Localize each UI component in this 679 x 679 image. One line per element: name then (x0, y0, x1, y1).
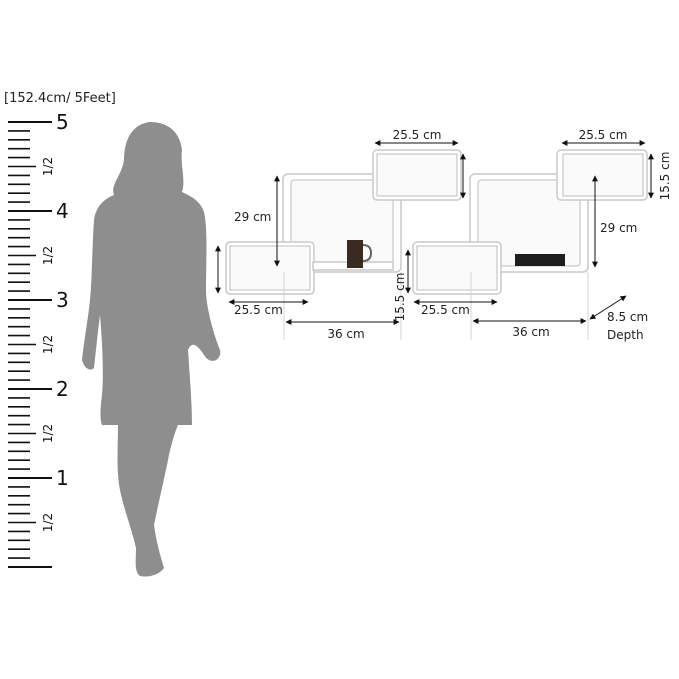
book (515, 254, 565, 266)
ruler-major-label: 3 (56, 288, 69, 312)
dim-depth-label: Depth (607, 328, 644, 342)
woman-silhouette (82, 122, 221, 577)
dimension-lines (215, 140, 654, 325)
dim-right-height-top: 15.5 cm (658, 152, 672, 201)
ruler-half-label: 1/2 (41, 157, 55, 176)
dim-right-span: 36 cm (512, 325, 549, 339)
dim-top-right-width: 25.5 cm (579, 128, 628, 142)
ruler-major-label: 1 (56, 466, 69, 490)
dim-top-left-width: 25.5 cm (393, 128, 442, 142)
ruler-half-label: 1/2 (41, 335, 55, 354)
shelf-unit-left (225, 149, 462, 295)
height-ruler: 5 1/2 4 1/2 3 1/2 2 1/2 1 1/2 (8, 110, 69, 568)
dim-left-height: 29 cm (234, 210, 271, 224)
dim-depth-value: 8.5 cm (607, 310, 648, 324)
ruler-major-label: 5 (56, 110, 69, 134)
dim-bottom-left-width: 25.5 cm (234, 303, 283, 317)
ruler-major-label: 4 (56, 199, 69, 223)
dim-left-span: 36 cm (327, 327, 364, 341)
dim-middle-height: 15.5 cm (393, 273, 407, 322)
mug (347, 240, 373, 268)
dim-right-height: 29 cm (600, 221, 637, 235)
ruler-half-label: 1/2 (41, 424, 55, 443)
ruler-half-label: 1/2 (41, 246, 55, 265)
scale-title: [152.4cm/ 5Feet] (4, 91, 116, 106)
ruler-half-label: 1/2 (41, 513, 55, 532)
shelf-unit-right (412, 149, 648, 295)
dim-middle-width: 25.5 cm (421, 303, 470, 317)
ruler-major-label: 2 (56, 377, 69, 401)
